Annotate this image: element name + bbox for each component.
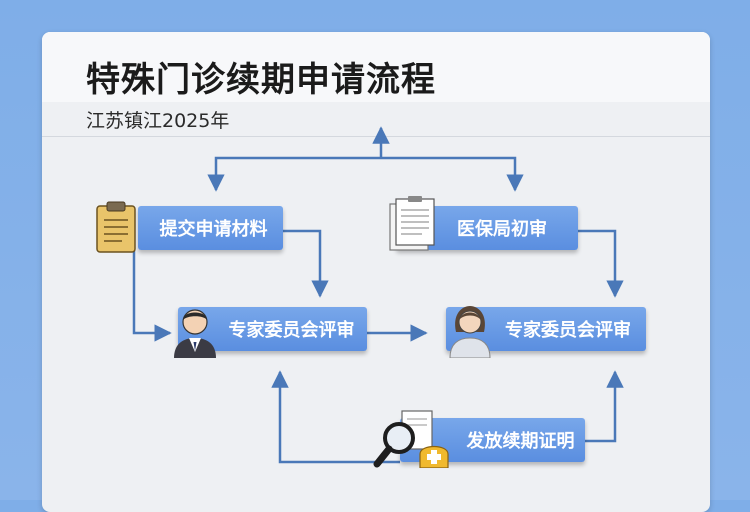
header-band bbox=[42, 32, 710, 102]
step-issue-label: 发放续期证明 bbox=[466, 431, 575, 452]
medical-seal-icon bbox=[419, 445, 449, 468]
clipboard-icon bbox=[96, 201, 136, 253]
arrow-initial-to-expert2 bbox=[578, 229, 624, 298]
male-expert-avatar-icon bbox=[174, 309, 216, 358]
page-subtitle: 江苏镇江2025年 bbox=[86, 110, 230, 132]
page-title: 特殊门诊续期申请流程 bbox=[86, 60, 436, 100]
arrow-branch-right bbox=[381, 156, 524, 192]
step-expert-review-1-label: 专家委员会评审 bbox=[228, 320, 355, 341]
step-submit-materials: 提交申请材料 bbox=[138, 206, 283, 250]
step-expert-review-2-label: 专家委员会评审 bbox=[505, 320, 631, 341]
arrow-branch-left bbox=[207, 156, 381, 192]
step-submit-label: 提交申请材料 bbox=[159, 219, 268, 240]
arrow-submit-to-expert1 bbox=[283, 229, 329, 298]
arrow-docs-to-expert1 bbox=[132, 250, 172, 342]
female-expert-avatar-icon bbox=[449, 306, 491, 358]
arrow-issue-to-expert2 bbox=[585, 370, 624, 443]
document-icon bbox=[389, 196, 435, 251]
arrow-issue-to-expert1 bbox=[271, 370, 400, 464]
flowchart-card: 特殊门诊续期申请流程 江苏镇江2025年 bbox=[42, 32, 710, 512]
step-initial-review-label: 医保局初审 bbox=[457, 219, 547, 240]
magnifier-icon bbox=[373, 422, 415, 468]
flow-connectors bbox=[132, 126, 624, 464]
